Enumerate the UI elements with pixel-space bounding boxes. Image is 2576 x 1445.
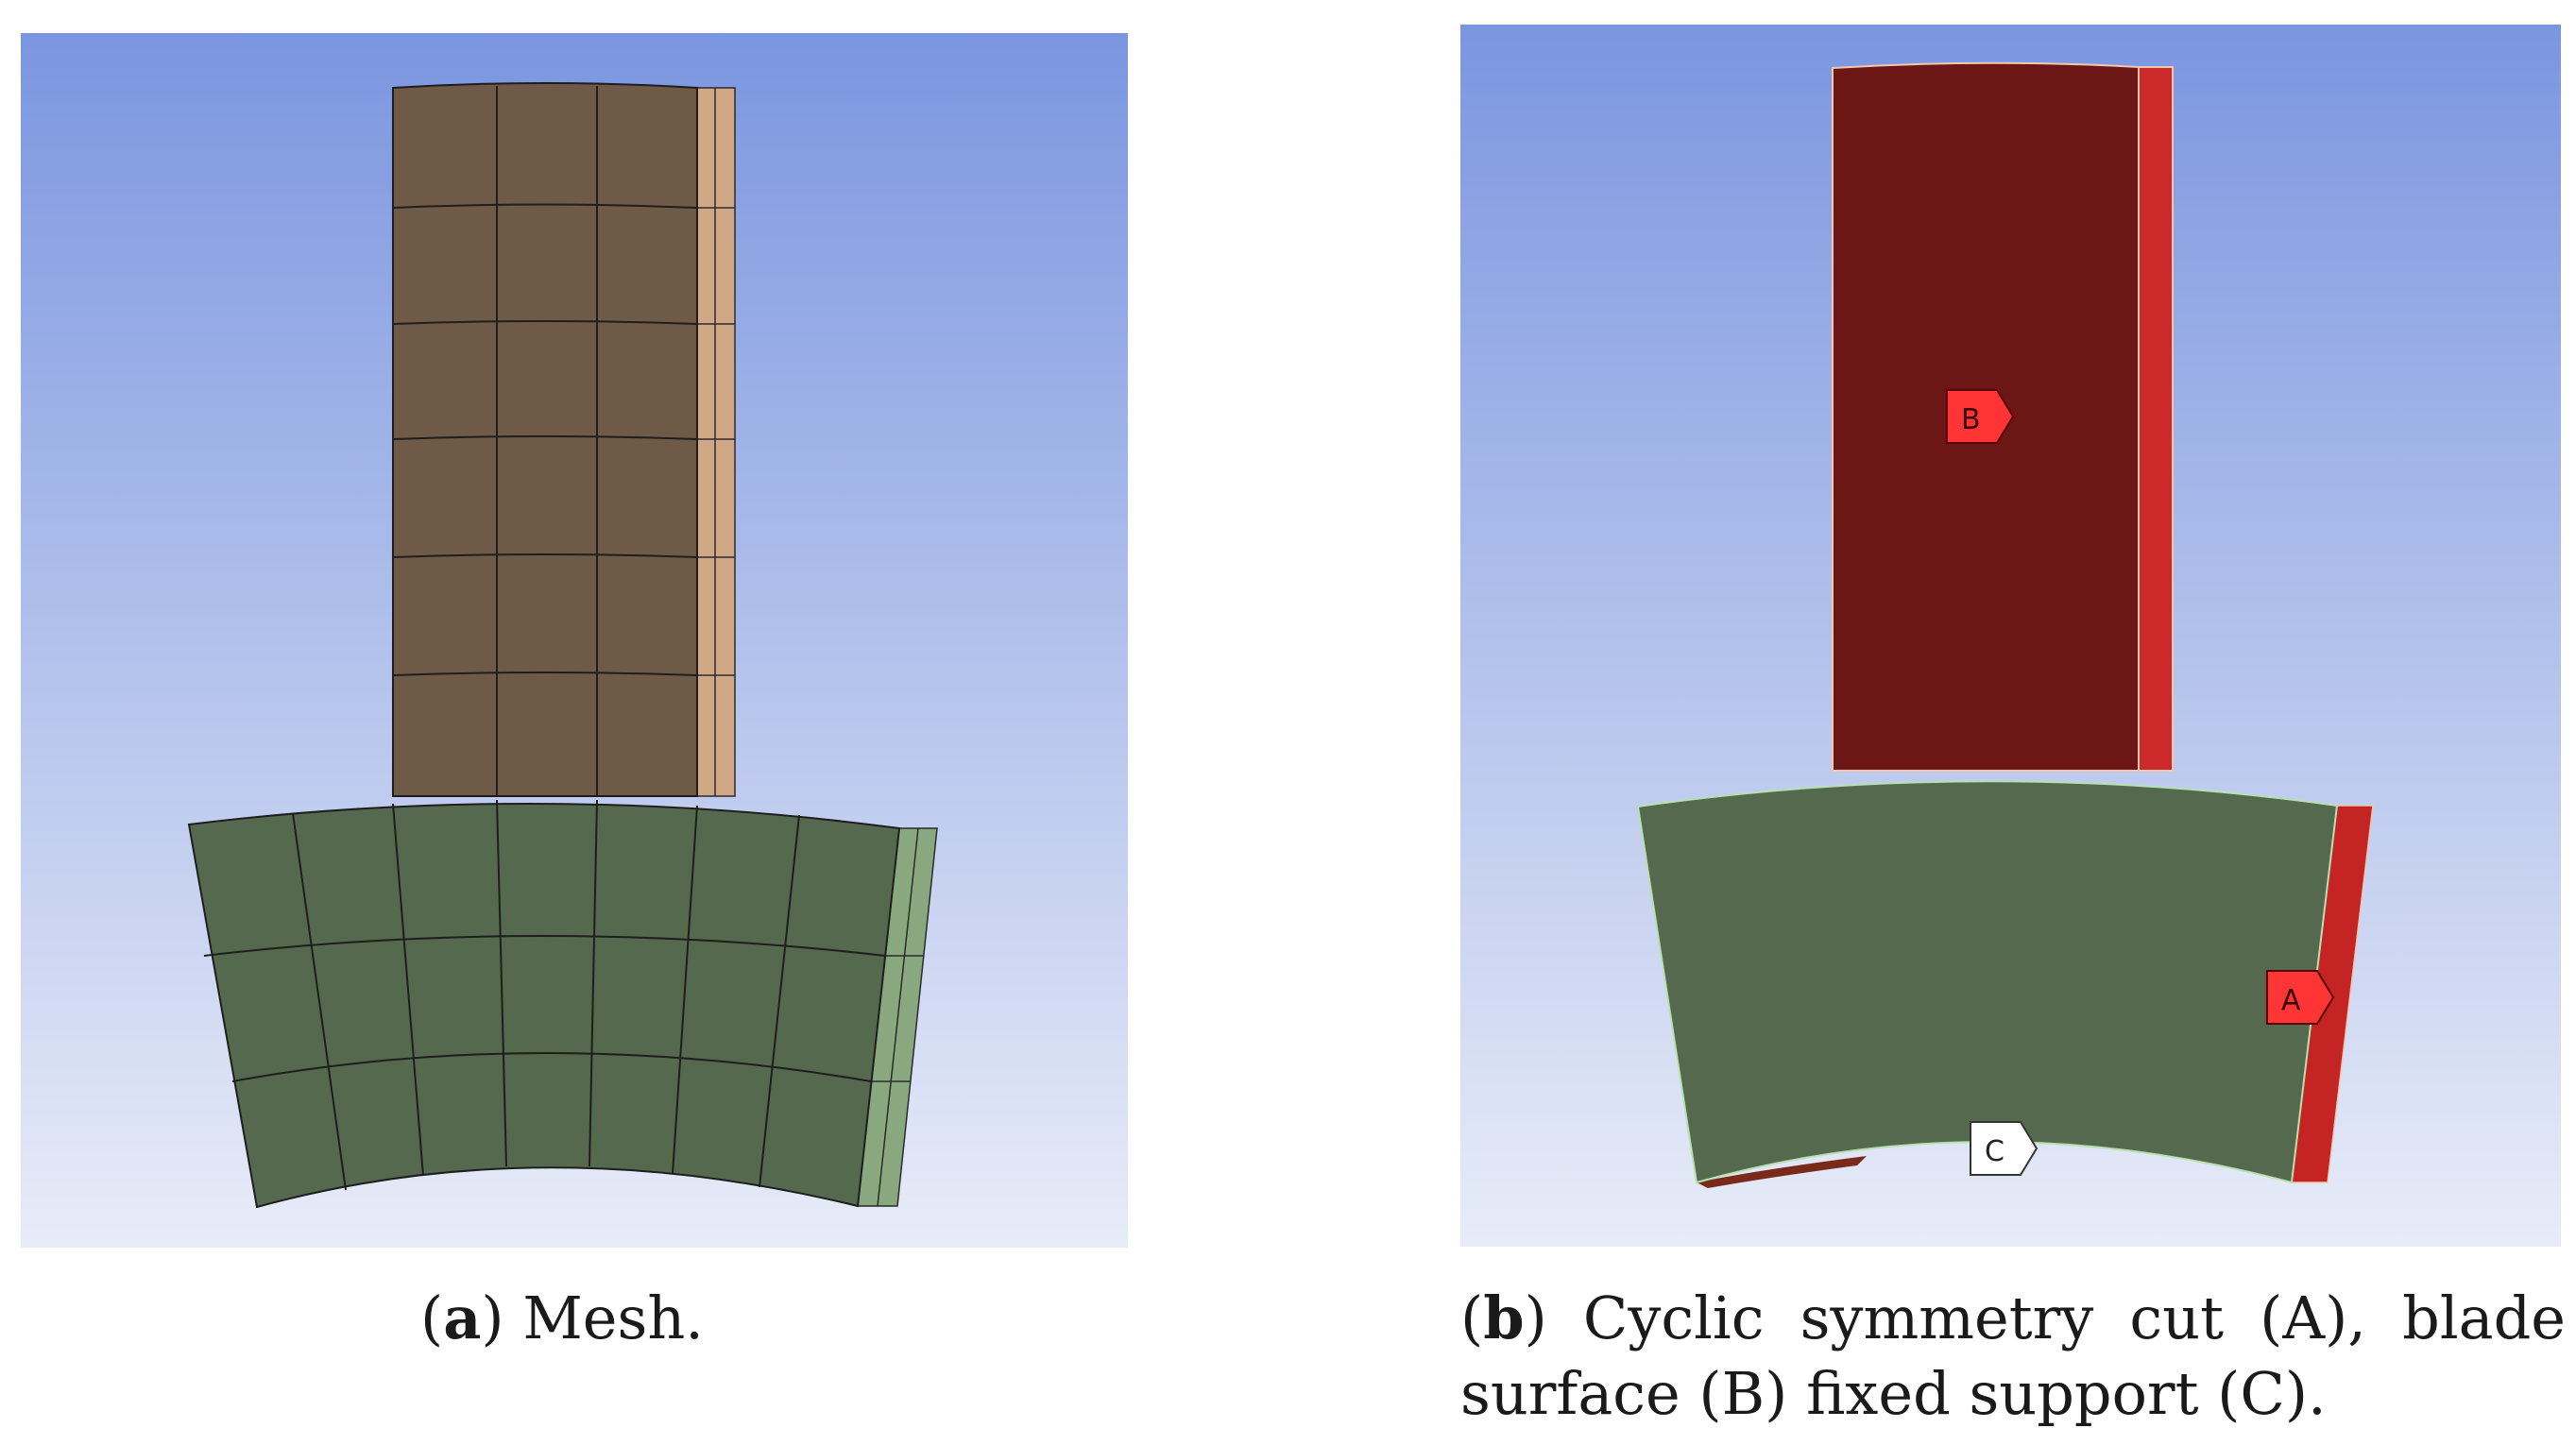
caption-a-text: Mesh. — [522, 1284, 704, 1352]
marker-a-label: A — [2281, 984, 2301, 1017]
marker-b-label: B — [1961, 403, 1981, 436]
blade-mesh — [392, 82, 698, 797]
blade-side-face — [2138, 66, 2174, 772]
caption-b-letter: b — [1483, 1284, 1525, 1352]
disk-mesh-lines — [203, 799, 886, 1191]
caption-b: (b) Cyclic symmetry cut (A), blade surfa… — [1460, 1284, 2566, 1428]
caption-b-text: Cyclic symmetry cut (A), blade surface (… — [1460, 1284, 2566, 1428]
blade-side-face — [696, 87, 736, 797]
disk-face — [1636, 780, 2339, 1184]
mesh-view — [21, 33, 1128, 1248]
marker-c-label: C — [1985, 1135, 2005, 1168]
marker-a: A — [2266, 970, 2335, 1025]
caption-a-letter: a — [443, 1284, 482, 1352]
blade-mesh-lines — [392, 86, 698, 796]
mesh-canvas — [21, 33, 1128, 1248]
fixed-support-edge — [1697, 1156, 1867, 1188]
caption-a: (a) Mesh. — [420, 1284, 704, 1352]
marker-b: B — [1946, 389, 2015, 444]
disk-mesh — [187, 802, 901, 1209]
boundary-canvas: B A C — [1460, 25, 2561, 1247]
boundary-conditions-view: B A C — [1460, 25, 2561, 1247]
marker-c: C — [1970, 1121, 2039, 1176]
